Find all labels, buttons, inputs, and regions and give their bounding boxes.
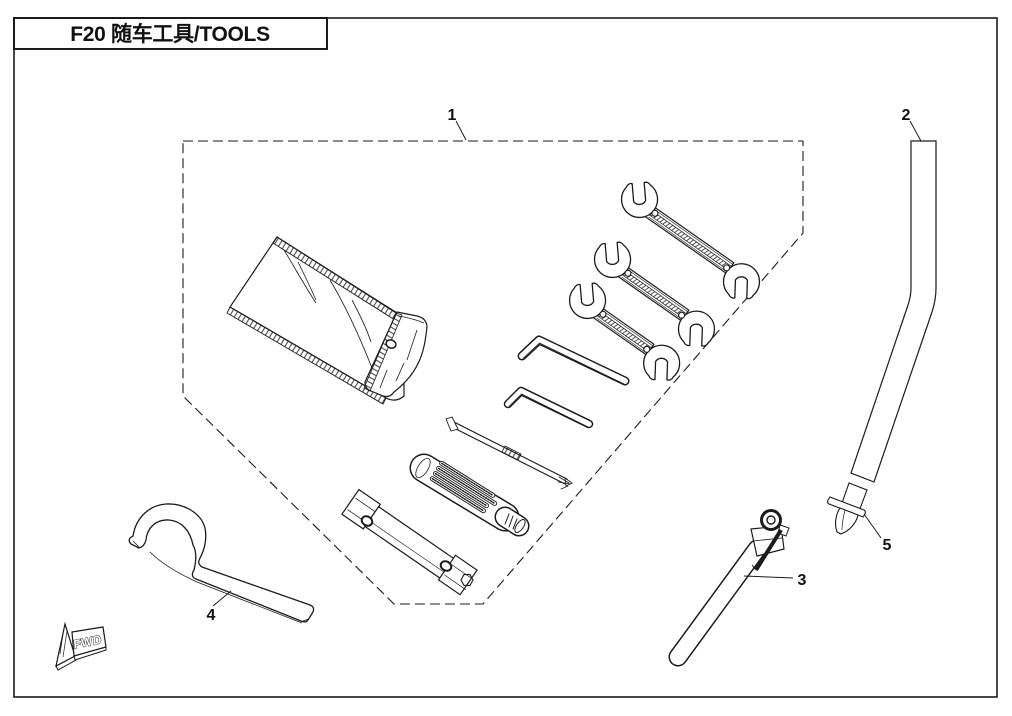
fwd-arrow: FWD xyxy=(55,621,107,671)
spark-plug-wrench xyxy=(341,488,478,596)
arrow-body xyxy=(71,626,107,657)
callout-line-1 xyxy=(455,120,467,141)
tool-bag xyxy=(226,236,428,405)
title-box-frame xyxy=(13,17,328,50)
tip-cone xyxy=(835,507,859,535)
hex-key-small xyxy=(503,386,594,429)
screwdriver-bit xyxy=(445,416,573,490)
open-end-wrench-medium xyxy=(586,233,723,356)
tommy-bar-hole xyxy=(439,560,453,572)
callout-line-3 xyxy=(743,575,794,579)
callout-line-2 xyxy=(909,120,922,142)
callout-line-5 xyxy=(863,513,882,539)
hex-socket-opening xyxy=(460,574,474,586)
callout-line-4 xyxy=(212,590,232,607)
tommy-bar-hole xyxy=(360,515,374,527)
tip-crossbar xyxy=(827,496,866,518)
bit-knurl xyxy=(501,445,522,461)
open-end-wrench-large xyxy=(613,173,768,309)
hook-spanner xyxy=(128,503,315,624)
handle-rod xyxy=(850,140,937,483)
phillips-tip xyxy=(564,477,573,487)
hex-key-large xyxy=(517,335,630,386)
gauge-head xyxy=(760,509,782,531)
toolkit-boundary-dashed xyxy=(182,140,804,605)
page-border xyxy=(13,17,998,698)
pocket-clip xyxy=(754,528,783,572)
page-title: F20 随车工具/TOOLS xyxy=(70,22,270,46)
arrow-head xyxy=(55,621,76,668)
callout-label-4: 4 xyxy=(207,607,216,624)
callout-label-5: 5 xyxy=(883,537,892,554)
tire-pressure-gauge xyxy=(668,509,790,667)
tool-bag-stitch-seam xyxy=(363,312,403,392)
open-end-wrench-small xyxy=(561,274,688,390)
callouts xyxy=(212,120,922,607)
tool-bag-stitch-bottom xyxy=(226,306,387,405)
flat-blade-tip xyxy=(445,416,459,432)
grip-slots xyxy=(429,460,498,514)
tool-bag-button xyxy=(385,339,397,349)
rod-tip xyxy=(827,482,868,535)
fwd-label: FWD xyxy=(73,632,102,651)
title-box: F20 随车工具/TOOLS xyxy=(13,17,328,50)
callout-label-3: 3 xyxy=(798,572,807,589)
callout-label-1: 1 xyxy=(448,107,457,124)
callout-label-2: 2 xyxy=(902,107,911,124)
screwdriver-handle xyxy=(409,453,530,537)
